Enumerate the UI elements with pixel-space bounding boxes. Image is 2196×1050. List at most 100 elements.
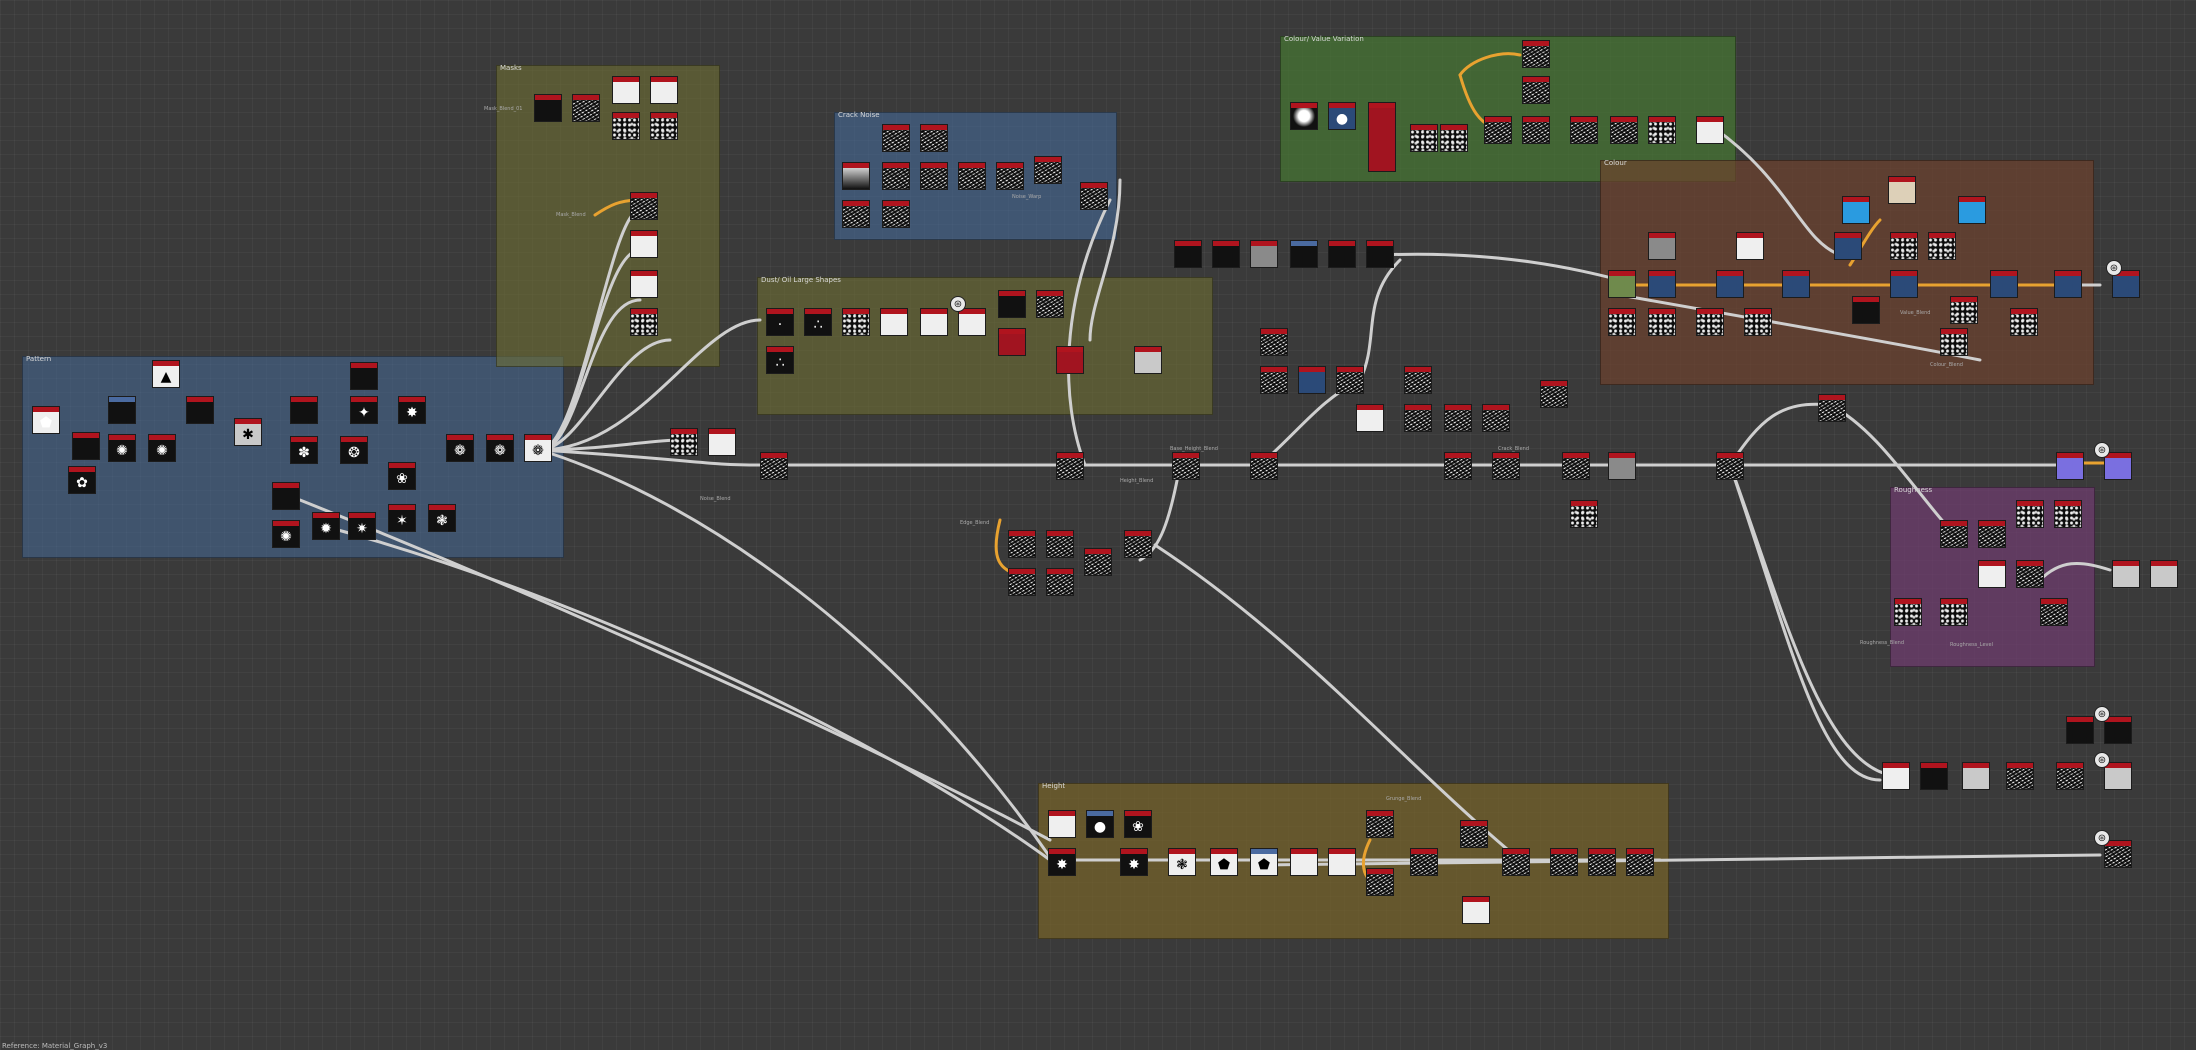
graph-node[interactable] xyxy=(1482,404,1510,432)
graph-node[interactable] xyxy=(1608,452,1636,480)
graph-node[interactable]: ✷ xyxy=(348,512,376,540)
graph-node[interactable]: ❁ xyxy=(486,434,514,462)
graph-node[interactable]: ❀ xyxy=(388,462,416,490)
graph-node[interactable] xyxy=(630,230,658,258)
graph-node[interactable] xyxy=(1608,270,1636,298)
graph-node[interactable] xyxy=(1046,530,1074,558)
frame-masks[interactable]: Masks xyxy=(496,64,720,367)
graph-node[interactable] xyxy=(842,200,870,228)
graph-node[interactable]: ❃ xyxy=(428,504,456,532)
graph-node[interactable] xyxy=(1696,308,1724,336)
graph-node[interactable] xyxy=(1978,560,2006,588)
graph-node[interactable] xyxy=(1048,810,1076,838)
graph-node[interactable] xyxy=(1410,124,1438,152)
graph-node[interactable]: ● xyxy=(1086,810,1114,838)
graph-node[interactable] xyxy=(998,290,1026,318)
graph-node[interactable] xyxy=(612,76,640,104)
graph-node[interactable] xyxy=(920,308,948,336)
graph-node[interactable] xyxy=(1084,548,1112,576)
graph-node[interactable] xyxy=(1928,232,1956,260)
graph-node[interactable] xyxy=(1008,568,1036,596)
graph-node[interactable] xyxy=(1080,182,1108,210)
graph-node[interactable] xyxy=(630,308,658,336)
graph-node[interactable] xyxy=(1648,270,1676,298)
graph-node[interactable] xyxy=(1328,848,1356,876)
graph-node[interactable] xyxy=(1462,896,1490,924)
graph-node[interactable] xyxy=(630,270,658,298)
graph-node[interactable] xyxy=(1036,290,1064,318)
output-node-icon[interactable]: ⊛ xyxy=(2094,752,2110,768)
graph-node[interactable] xyxy=(1540,380,1568,408)
graph-node[interactable] xyxy=(2054,500,2082,528)
graph-node[interactable] xyxy=(612,112,640,140)
graph-node[interactable] xyxy=(272,482,300,510)
graph-node[interactable]: ❁ xyxy=(524,434,552,462)
graph-node[interactable] xyxy=(998,328,1026,356)
graph-node[interactable] xyxy=(882,124,910,152)
graph-node[interactable] xyxy=(186,396,214,424)
graph-node[interactable] xyxy=(1250,452,1278,480)
graph-node[interactable] xyxy=(1440,124,1468,152)
graph-node[interactable] xyxy=(1550,848,1578,876)
graph-node[interactable] xyxy=(996,162,1024,190)
graph-node[interactable] xyxy=(1034,156,1062,184)
graph-node[interactable] xyxy=(1950,296,1978,324)
graph-node[interactable] xyxy=(2150,560,2178,588)
graph-node[interactable] xyxy=(572,94,600,122)
graph-node[interactable] xyxy=(1940,328,1968,356)
graph-node[interactable] xyxy=(880,308,908,336)
graph-node[interactable]: ✸ xyxy=(398,396,426,424)
graph-node[interactable] xyxy=(1736,232,1764,260)
graph-node[interactable] xyxy=(534,94,562,122)
graph-node[interactable] xyxy=(1888,176,1916,204)
graph-node[interactable]: ✦ xyxy=(350,396,378,424)
graph-node[interactable] xyxy=(1522,116,1550,144)
graph-node[interactable] xyxy=(650,112,678,140)
graph-node[interactable] xyxy=(1328,240,1356,268)
graph-node[interactable]: ❂ xyxy=(340,436,368,464)
graph-node[interactable] xyxy=(1626,848,1654,876)
graph-node[interactable] xyxy=(2066,716,2094,744)
graph-node[interactable] xyxy=(1366,240,1394,268)
graph-node[interactable] xyxy=(1056,452,1084,480)
graph-node[interactable] xyxy=(1842,196,1870,224)
graph-node[interactable] xyxy=(1290,848,1318,876)
graph-node[interactable] xyxy=(1834,232,1862,260)
graph-node[interactable] xyxy=(1716,452,1744,480)
output-node-icon[interactable]: ⊛ xyxy=(2094,830,2110,846)
graph-node[interactable] xyxy=(1818,394,1846,422)
graph-node[interactable] xyxy=(920,124,948,152)
graph-node[interactable] xyxy=(1174,240,1202,268)
graph-node[interactable] xyxy=(1484,116,1512,144)
graph-node[interactable] xyxy=(1336,366,1364,394)
graph-node[interactable] xyxy=(1008,530,1036,558)
graph-node[interactable] xyxy=(1648,116,1676,144)
graph-node[interactable] xyxy=(1172,452,1200,480)
output-node-icon[interactable]: ⊛ xyxy=(950,296,966,312)
graph-node[interactable] xyxy=(1124,530,1152,558)
graph-node[interactable] xyxy=(1958,196,1986,224)
graph-node[interactable] xyxy=(1608,308,1636,336)
graph-node[interactable] xyxy=(2010,308,2038,336)
graph-node[interactable] xyxy=(2056,762,2084,790)
graph-node[interactable] xyxy=(2104,840,2132,868)
graph-node[interactable]: ✺ xyxy=(148,434,176,462)
graph-node[interactable]: ⬟ xyxy=(1250,848,1278,876)
graph-node[interactable] xyxy=(2016,500,2044,528)
graph-node[interactable]: ❃ xyxy=(1168,848,1196,876)
graph-node[interactable] xyxy=(1894,598,1922,626)
graph-node[interactable] xyxy=(630,192,658,220)
graph-node[interactable] xyxy=(1588,848,1616,876)
graph-node[interactable] xyxy=(1978,520,2006,548)
graph-node[interactable] xyxy=(1290,240,1318,268)
graph-node[interactable] xyxy=(1356,404,1384,432)
graph-node[interactable] xyxy=(1410,848,1438,876)
graph-node[interactable] xyxy=(1298,366,1326,394)
graph-node[interactable] xyxy=(1570,116,1598,144)
graph-node[interactable] xyxy=(2104,762,2132,790)
graph-node[interactable]: ✺ xyxy=(108,434,136,462)
graph-node[interactable] xyxy=(1444,452,1472,480)
graph-node[interactable] xyxy=(1852,296,1880,324)
graph-node[interactable]: ✸ xyxy=(1048,848,1076,876)
graph-node[interactable]: ▲ xyxy=(152,360,180,388)
